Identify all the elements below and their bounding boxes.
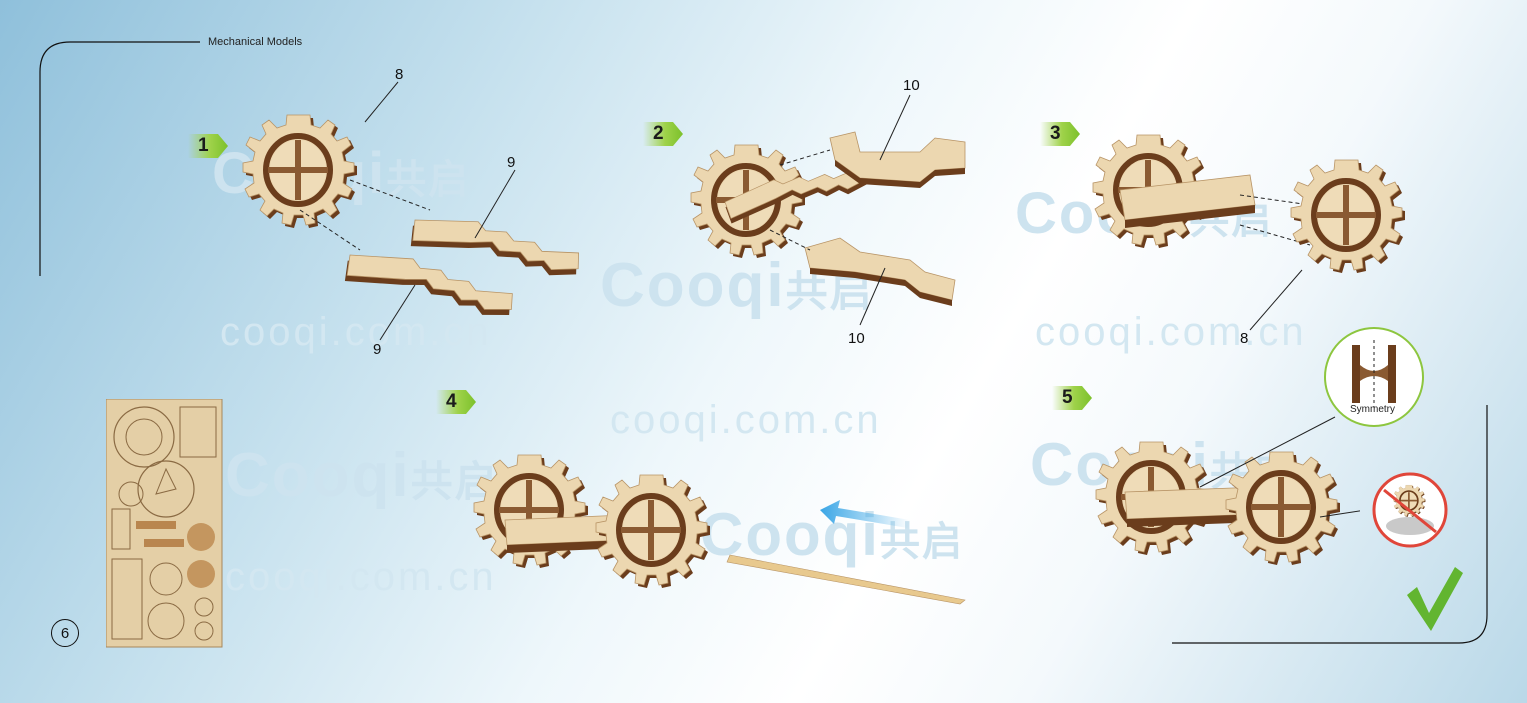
watermark-4: Cooqi共启 — [225, 441, 499, 510]
watermark-url-3: cooqi.com.cn — [1035, 310, 1307, 354]
callout-s1-bar-top: 9 — [507, 154, 516, 171]
watermark-url-1: cooqi.com.cn — [220, 310, 492, 354]
watermark-url-2: cooqi.com.cn — [610, 398, 882, 442]
plywood-parts-sheet — [106, 399, 223, 648]
callout-s2-bottom: 10 — [848, 330, 865, 347]
cut-pin-inset-icon — [1372, 472, 1448, 548]
callout-s3-gear: 8 — [1240, 330, 1249, 347]
step-3-illustration — [1080, 95, 1420, 331]
watermark-2: Cooqi共启 — [600, 251, 874, 320]
header-title: Mechanical Models — [208, 36, 303, 48]
page-number: 6 — [51, 619, 79, 647]
step-1-badge: 1 — [188, 134, 228, 158]
insert-direction-arrow-icon — [820, 500, 910, 528]
symmetry-label: Symmetry — [1350, 404, 1395, 415]
callout-s2-top: 10 — [903, 77, 920, 94]
callout-s1-gear: 8 — [395, 66, 404, 83]
step-2-illustration — [680, 94, 966, 326]
step-2-badge: 2 — [643, 122, 683, 146]
step-4-illustration — [455, 420, 966, 605]
step-1-illustration — [230, 81, 584, 344]
check-mark-icon — [1407, 567, 1463, 631]
symmetry-inset — [1324, 327, 1424, 427]
watermark-url-4: cooqi.com.cn — [225, 555, 497, 599]
callout-s1-bar-bottom: 9 — [373, 341, 382, 358]
step-5-illustration — [1080, 416, 1360, 622]
